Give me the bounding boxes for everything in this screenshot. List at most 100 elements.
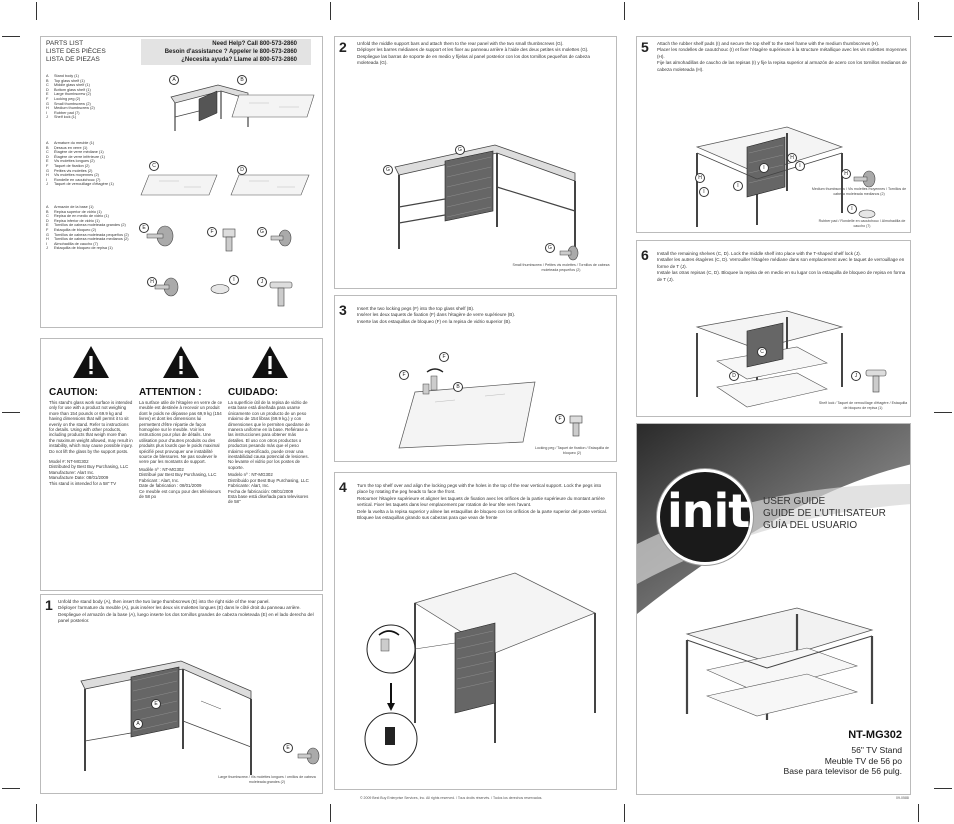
crop-mark (934, 788, 952, 789)
step-6-panel: 6 Install the remaining shelves (C, D). … (636, 240, 911, 417)
guide-title-fr: GUIDE DE L'UTILISATEUR (763, 508, 886, 519)
part-description: Dessus en verre (1) (54, 145, 88, 150)
callout-e: E (151, 699, 161, 709)
part-letter: G (46, 232, 49, 237)
part-letter: J (46, 115, 48, 120)
callout-h: H (695, 173, 705, 183)
step-5-number: 5 (641, 39, 649, 55)
step-3-number: 3 (339, 302, 347, 318)
callout-g: G (455, 145, 465, 155)
part-letter: I (46, 241, 48, 246)
crop-mark (2, 36, 20, 37)
warning-fr: ATTENTION : La surface utile de l'étagèr… (139, 345, 223, 499)
medium-thumbscrew-illustration (853, 170, 876, 188)
user-guide-title: USER GUIDE GUIDE DE L'UTILISATEUR GUÍA D… (763, 496, 886, 532)
warning-icon (252, 346, 288, 378)
part-description: Large thumbscrew (2) (54, 92, 91, 97)
part-letter: C (46, 150, 49, 155)
part-letter: I (46, 177, 48, 182)
step-5-caption-1: Medium thumbscrew / Vis molettes moyenne… (811, 187, 907, 196)
warning-es: CUIDADO: La superficie útil de la repisa… (228, 345, 312, 505)
parts-heading-en: PARTS LIST (46, 40, 84, 47)
callout-f: F (439, 352, 449, 362)
help-box: Need Help? Call 800-573-2860 Besoin d'as… (141, 39, 311, 65)
guide-title-es: GUÍA DEL USUARIO (763, 520, 858, 531)
part-letter: H (46, 106, 49, 111)
part-d-illustration (230, 174, 310, 196)
parts-list-item: I Rondelle en caoutchouc (7) (46, 178, 114, 183)
part-description: Étagère de verre inférieure (1) (54, 154, 105, 159)
parts-list-panel: PARTS LIST LISTE DES PIÈCES LISTA DE PIE… (40, 36, 323, 328)
part-e-illustration (146, 225, 174, 247)
callout-i: I (733, 181, 743, 191)
step-1-caption: Large thumbscrew / Vis molettes longues … (218, 775, 316, 784)
model-desc-es: Base para televisor de 56 pulg. (783, 766, 902, 776)
part-letter: A (46, 141, 49, 145)
step-5-text: Attach the rubber shelf pads (I) and sec… (657, 41, 907, 72)
crop-mark (934, 412, 952, 413)
small-thumbscrew-illustration (559, 245, 579, 261)
init-logo (657, 469, 753, 565)
step-2-caption: Small thumbscrew / Petites vis molettes … (512, 263, 610, 272)
crop-mark (2, 788, 20, 789)
help-text-en: Need Help? Call 800-573-2860 (212, 41, 297, 47)
part-description: Vis molettes longues (2) (54, 159, 95, 164)
tv-stand-illustration (685, 607, 874, 720)
callout-g: G (545, 243, 555, 253)
part-description: Taquet de verrouillage d'étagère (1) (54, 182, 114, 187)
part-description: Stand body (1) (54, 74, 79, 78)
step-3-text: Insert the two locking pegs (F) into the… (357, 306, 516, 324)
callout-i: I (847, 204, 857, 214)
step-2-text: Unfold the middle support bars and attac… (357, 41, 590, 66)
step-1-panel: 1 Unfold the stand body (A), then insert… (40, 594, 323, 794)
large-thumbscrew-illustration (297, 747, 320, 765)
part-letter: B (46, 209, 49, 214)
part-letter: B (46, 145, 49, 150)
callout-e: E (139, 223, 149, 233)
crop-mark (624, 2, 625, 20)
crop-mark (330, 2, 331, 20)
part-description: Estaquilla de bloqueo (2) (54, 227, 97, 232)
crop-mark (918, 804, 919, 822)
callout-i: I (795, 161, 805, 171)
crop-mark (36, 2, 37, 20)
crop-mark (624, 804, 625, 822)
warning-heading-fr: ATTENTION : (139, 387, 202, 398)
warning-meta-en: Model #: NT-MG302 Distributed by Best Bu… (49, 459, 129, 486)
callout-f: F (399, 370, 409, 380)
part-letter: D (46, 218, 49, 223)
part-letter: G (46, 101, 49, 106)
part-description: Rondelle en caoutchouc (7) (54, 177, 101, 182)
step-2-panel: 2 Unfold the middle support bars and att… (334, 36, 617, 289)
part-letter: C (46, 214, 49, 219)
part-description: Almohadilla de caucho (7) (54, 241, 98, 246)
callout-e: E (283, 743, 293, 753)
part-description: Locking peg (2) (54, 96, 81, 101)
part-c-illustration (140, 174, 218, 196)
callout-a: A (133, 719, 143, 729)
callout-f: F (207, 227, 217, 237)
part-letter: G (46, 168, 49, 173)
callout-i: I (759, 163, 769, 173)
callout-a: A (169, 75, 179, 85)
copyright-footer: © 2009 Best Buy Enterprise Services, Inc… (360, 796, 543, 800)
model-desc-fr: Meuble TV de 56 po (824, 755, 902, 766)
part-description: Estaquilla de bloqueo de repisa (1) (54, 246, 113, 251)
part-description: Vis molettes moyennes (2) (54, 173, 99, 178)
part-description: Medium thumbscrew (2) (54, 106, 95, 111)
step-5-caption-2: Rubber pad / Rondelle en caoutchouc / Al… (818, 219, 906, 228)
callout-h: H (147, 277, 157, 287)
